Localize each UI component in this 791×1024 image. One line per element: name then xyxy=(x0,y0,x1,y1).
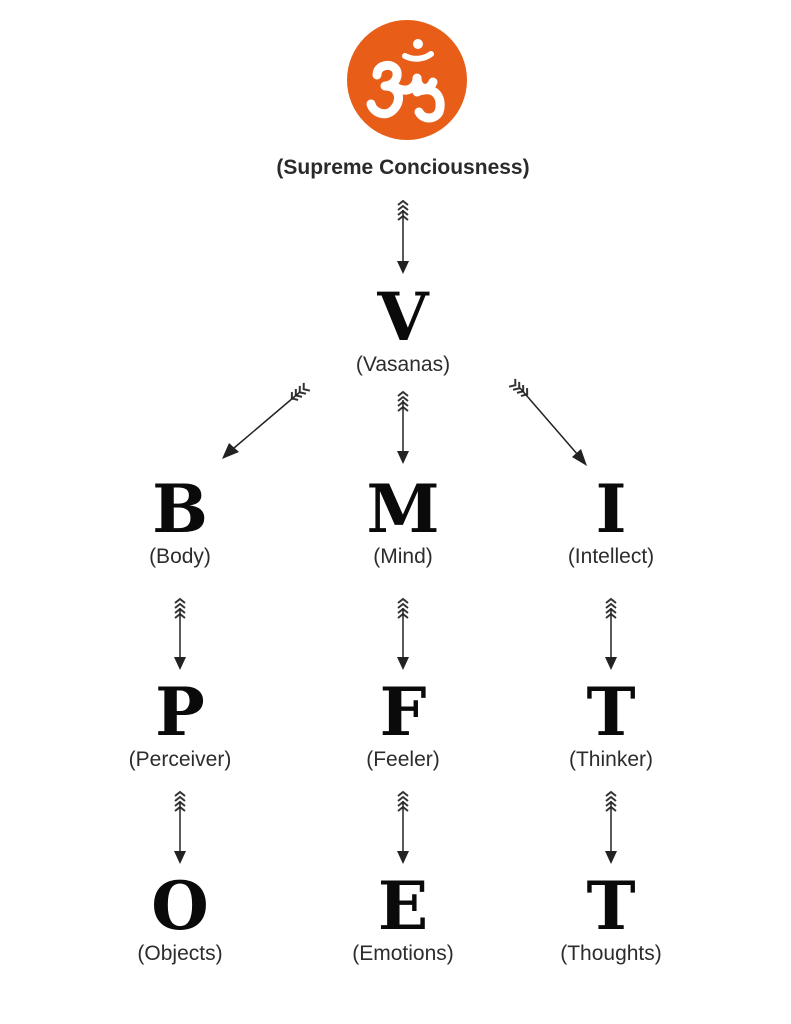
arrow-t-to-t xyxy=(605,791,617,864)
node-body: B (Body) xyxy=(80,474,280,570)
node-thoughts: T (Thoughts) xyxy=(511,871,711,967)
node-letter: F xyxy=(379,673,427,751)
arrow-p-to-o xyxy=(174,791,186,864)
arrow-b-to-p xyxy=(174,598,186,670)
node-feeler: F (Feeler) xyxy=(303,677,503,773)
node-letter: O xyxy=(151,867,209,945)
node-letter: P xyxy=(155,673,205,751)
node-thinker: T (Thinker) xyxy=(511,677,711,773)
node-letter: M xyxy=(366,470,440,548)
node-letter: V xyxy=(377,278,429,356)
node-label: (Vasanas) xyxy=(355,353,451,376)
node-letter: I xyxy=(595,470,627,548)
node-letter: T xyxy=(586,867,636,945)
om-icon xyxy=(366,39,445,123)
arrow-v-to-m xyxy=(397,391,409,464)
arrow-m-to-f xyxy=(397,598,409,670)
node-label: (Emotions) xyxy=(352,942,454,965)
om-logo xyxy=(347,20,467,140)
node-letter: B xyxy=(152,470,208,548)
arrow-v-to-i xyxy=(508,377,587,466)
node-label: (Feeler) xyxy=(366,748,440,771)
node-label: (Objects) xyxy=(137,942,223,965)
node-emotions: E (Emotions) xyxy=(303,871,503,967)
node-vasanas: V (Vasanas) xyxy=(303,282,503,378)
node-perceiver: P (Perceiver) xyxy=(80,677,280,773)
node-mind: M (Mind) xyxy=(303,474,503,570)
node-label: (Intellect) xyxy=(567,545,655,568)
node-label: (Thinker) xyxy=(568,748,653,771)
arrow-f-to-e xyxy=(397,791,409,864)
node-label: (Thoughts) xyxy=(560,942,662,965)
supreme-consciousness-label: (Supreme Conciousness) xyxy=(276,156,530,179)
node-objects: O (Objects) xyxy=(80,871,280,967)
node-label: (Perceiver) xyxy=(128,748,232,771)
node-intellect: I (Intellect) xyxy=(511,474,711,570)
node-letter: E xyxy=(377,867,429,945)
node-label: (Body) xyxy=(149,545,211,568)
arrow-i-to-t xyxy=(605,598,617,670)
arrow-v-to-b xyxy=(222,381,311,459)
arrow-om-to-v xyxy=(397,200,409,274)
node-label: (Mind) xyxy=(373,545,433,568)
node-letter: T xyxy=(586,673,636,751)
